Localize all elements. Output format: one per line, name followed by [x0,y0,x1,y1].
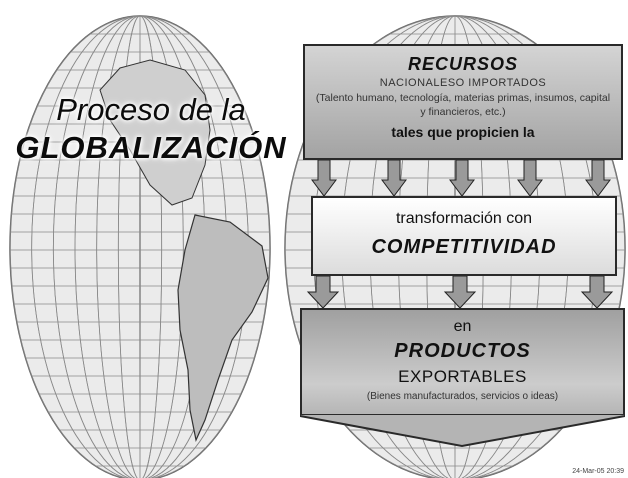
recursos-details: (Talento humano, tecnología, materias pr… [315,92,611,118]
arrow-down-icon [580,275,614,309]
arrow-down-icon [381,159,407,197]
transformacion-box: transformación con COMPETITIVIDAD [311,196,617,276]
transformacion-line-1: transformación con [395,210,533,227]
arrow-down-icon [311,159,337,197]
north-america-landmass [99,59,211,206]
title-line-1: Proceso de la [56,92,246,127]
arrow-down-icon [585,159,611,197]
recursos-box: RECURSOS NACIONALESO IMPORTADOS (Talento… [303,44,623,160]
recursos-heading: RECURSOS [407,54,518,74]
title-line-2: GLOBALIZACIÓN [15,130,287,165]
arrow-down-icon [306,275,340,309]
productos-line-4: (Bienes manufacturados, servicios o idea… [366,391,559,402]
arrow-down-icon [449,159,475,197]
south-america-landmass [177,214,269,442]
productos-line-1: en [453,318,472,335]
productos-line-3: EXPORTABLES [398,367,527,386]
recursos-bridge-text: tales que propicien la [391,124,535,140]
productos-line-2: PRODUCTOS [394,340,531,362]
arrow-down-icon [443,275,477,309]
productos-arrow-point [300,414,625,448]
recursos-subheading: NACIONALESO IMPORTADOS [379,77,547,89]
transformacion-line-2: COMPETITIVIDAD [371,236,557,258]
productos-box: en PRODUCTOS EXPORTABLES (Bienes manufac… [300,308,625,416]
arrow-down-icon [517,159,543,197]
reference-code: 24-Mar-05 20:39 [572,468,624,475]
